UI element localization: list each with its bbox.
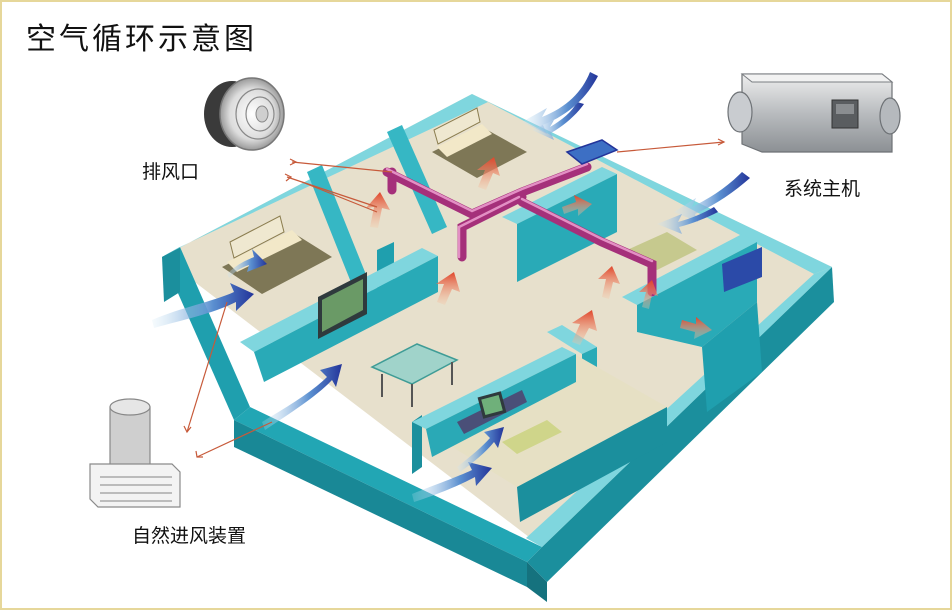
fresh-air-arrows xyxy=(152,72,750,502)
fresh-air-arrow xyxy=(412,462,492,502)
ventilation-ducts xyxy=(382,162,657,297)
exhaust-vent-image xyxy=(204,77,285,151)
main-unit-image xyxy=(727,73,901,153)
fresh-air-arrow xyxy=(152,283,254,328)
stale-air-arrow xyxy=(477,157,500,190)
stale-air-arrow xyxy=(562,195,592,216)
main-unit-label: 系统主机 xyxy=(784,178,861,200)
stale-air-arrow xyxy=(572,310,597,345)
natural-intake-label: 自然进风装置 xyxy=(132,525,247,547)
stale-air-arrow xyxy=(639,280,658,309)
fresh-air-arrow xyxy=(262,364,342,430)
stale-air-arrows xyxy=(366,157,712,345)
fresh-air-arrow xyxy=(522,72,598,134)
stale-air-arrow xyxy=(436,272,460,305)
exhaust-vent-label: 排风口 xyxy=(142,161,200,183)
fresh-air-arrow xyxy=(674,172,750,222)
stale-air-arrow xyxy=(680,317,712,339)
fresh-air-arrow xyxy=(457,427,504,472)
fresh-air-arrow xyxy=(657,207,718,234)
stale-air-arrow xyxy=(598,266,620,299)
leader-lines xyxy=(183,138,726,458)
stale-air-arrow xyxy=(366,192,390,228)
ceiling-unit xyxy=(565,139,619,165)
fresh-air-arrow xyxy=(227,249,267,278)
natural-intake-image xyxy=(89,398,181,508)
duct-highlight xyxy=(385,162,654,263)
diagram-title: 空气循环示意图 xyxy=(26,22,257,57)
